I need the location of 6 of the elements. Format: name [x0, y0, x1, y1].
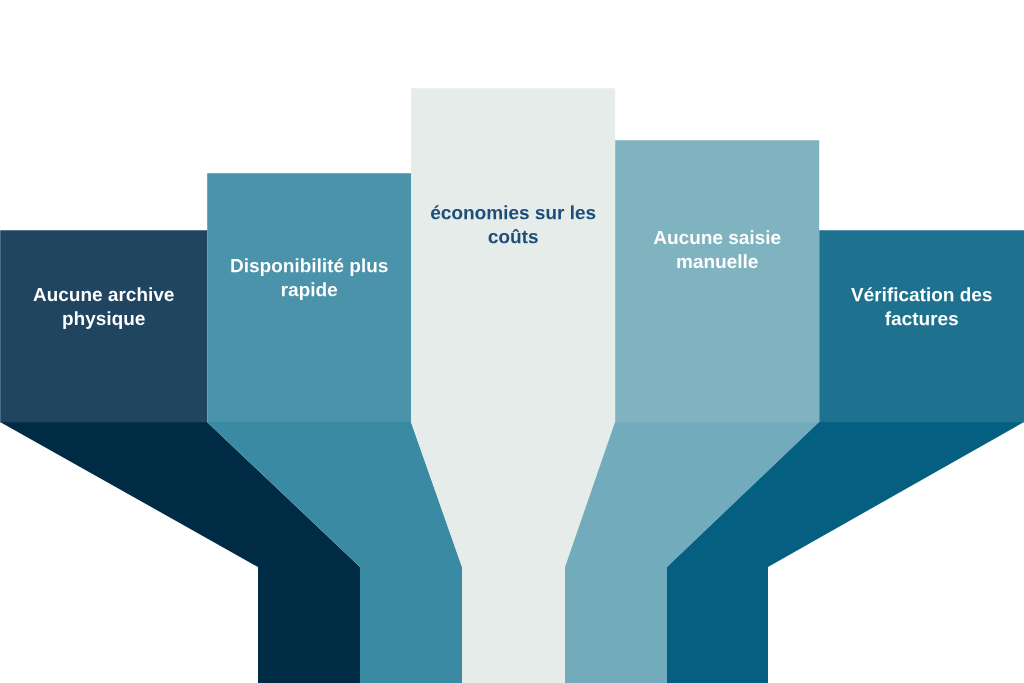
column-box: Aucune saisie manuelle — [615, 140, 820, 423]
column-box: Aucune archive physique — [0, 230, 208, 423]
node-label: économies sur les coûts — [431, 205, 596, 244]
column-box: Vérification des factures — [819, 230, 1024, 423]
column-box: économies sur les coûts — [411, 88, 616, 423]
column-box: Disponibilité plus rapide — [207, 173, 412, 423]
